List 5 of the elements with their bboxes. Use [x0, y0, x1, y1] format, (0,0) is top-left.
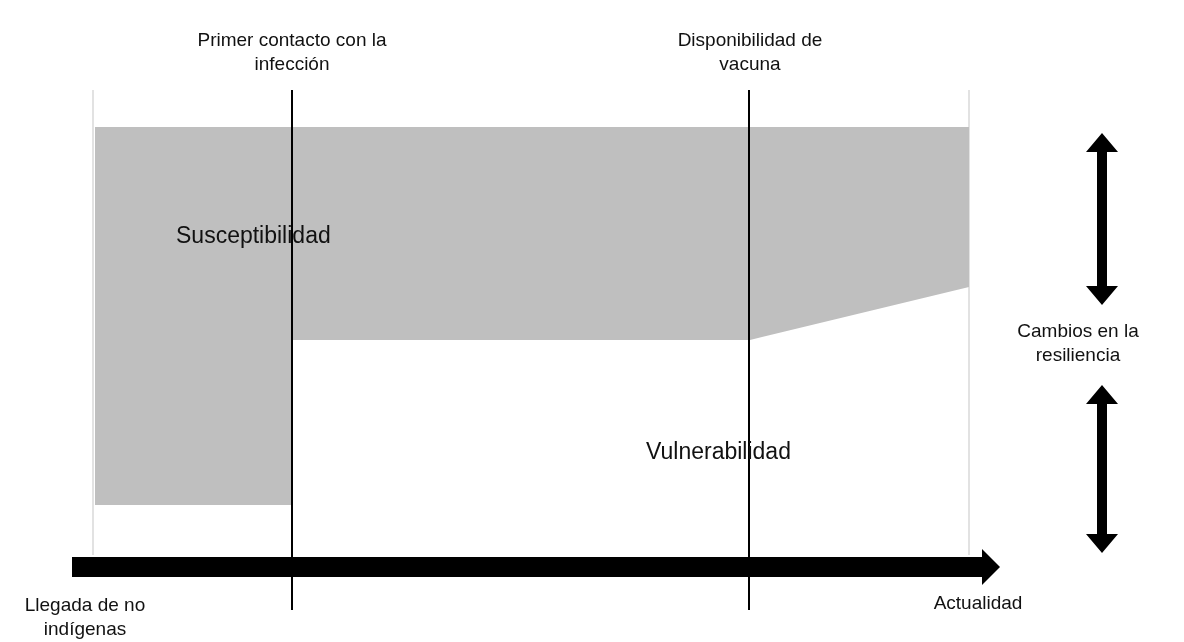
axis-label: Actualidad [932, 591, 1024, 615]
axis-label: Llegada de no indígenas [23, 593, 147, 641]
event-label: Primer contacto con la infección [196, 28, 388, 76]
event-label: Disponibilidad de vacuna [676, 28, 824, 76]
annotation: Cambios en la resiliencia [1016, 319, 1140, 367]
